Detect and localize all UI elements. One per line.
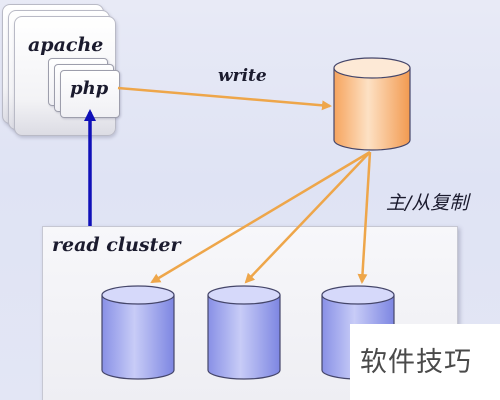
replication-arrow-2 <box>244 151 371 284</box>
watermark-background <box>350 324 500 400</box>
read-cluster-label: read cluster <box>52 234 181 256</box>
php-label: php <box>70 78 109 99</box>
watermark-text: 软件技巧 <box>360 347 472 378</box>
master-database-icon <box>333 57 411 151</box>
apache-label: apache <box>28 34 104 56</box>
replication-arrow-1 <box>150 150 371 284</box>
slave-database-icon-1 <box>101 285 175 380</box>
write-label: write <box>218 66 267 86</box>
replication-arrow-3 <box>357 151 372 284</box>
write-arrow <box>117 86 332 111</box>
replication-label: 主/从复制 <box>386 192 469 214</box>
slave-database-icon-2 <box>207 285 281 380</box>
